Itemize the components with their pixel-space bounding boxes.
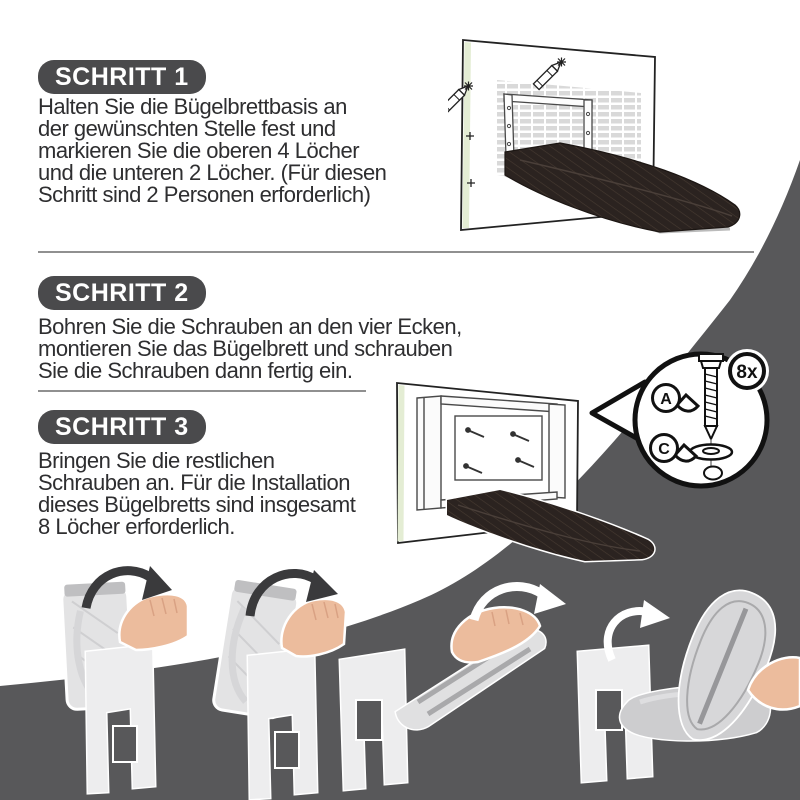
- label-c-bubble: C: [649, 433, 699, 463]
- folding-sequence: [60, 566, 800, 800]
- label-a: A: [660, 391, 672, 408]
- label-a-bubble: A: [651, 383, 701, 413]
- fold-step-2: [212, 568, 348, 800]
- quantity-label: 8x: [736, 362, 758, 383]
- board-leg: [697, 607, 749, 725]
- ironing-board: [445, 488, 656, 563]
- step-2-instructions: Bohren Sie die Schrauben an den vier Eck…: [38, 314, 462, 383]
- quantity-badge: 8x: [725, 349, 769, 393]
- fold-step-1: [60, 566, 190, 795]
- bracket-cutout: [355, 699, 383, 741]
- wall-bracket: [246, 647, 319, 800]
- hole-marks: [466, 132, 475, 187]
- folded-legs: [228, 606, 249, 704]
- hand: [280, 597, 348, 658]
- fold-step-4: [576, 589, 800, 784]
- bracket-cutout: [112, 725, 138, 763]
- step-1-instructions: Halten Sie die Bügelbrettbasis an der ge…: [38, 94, 387, 207]
- divider: [38, 390, 366, 392]
- bracket-cutout: [595, 689, 623, 731]
- hand: [746, 656, 800, 711]
- screw-icons: [463, 427, 535, 474]
- step-2-badge: SCHRITT 2: [38, 276, 206, 310]
- curved-arrow-icon: [245, 568, 319, 617]
- step-3-instructions: Bringen Sie die restlichen Schrauben an.…: [38, 448, 356, 539]
- step-3-badge: SCHRITT 3: [38, 410, 206, 444]
- parts-callout: A C 8x: [589, 349, 770, 489]
- step-3-illustration: [396, 382, 656, 563]
- sparkle-mark: [557, 57, 566, 67]
- curved-arrow-icon: [603, 607, 649, 662]
- fold-step-3: [338, 582, 566, 792]
- label-c: C: [658, 441, 670, 458]
- ironing-board: [504, 142, 741, 234]
- wall-bracket: [84, 643, 157, 795]
- step-1-badge: SCHRITT 1: [38, 60, 206, 94]
- sparkle-mark: [464, 81, 473, 91]
- bracket-cutout: [274, 731, 300, 769]
- curved-arrow-icon: [81, 566, 153, 610]
- step-1-illustration: [448, 39, 741, 234]
- upright-board: [677, 589, 777, 741]
- wall-accent-strip: [397, 385, 405, 542]
- divider: [38, 251, 754, 253]
- curved-arrow-icon: [469, 582, 545, 622]
- washer-icon: [688, 443, 734, 481]
- screw-icon: [698, 353, 724, 442]
- hand: [118, 592, 190, 652]
